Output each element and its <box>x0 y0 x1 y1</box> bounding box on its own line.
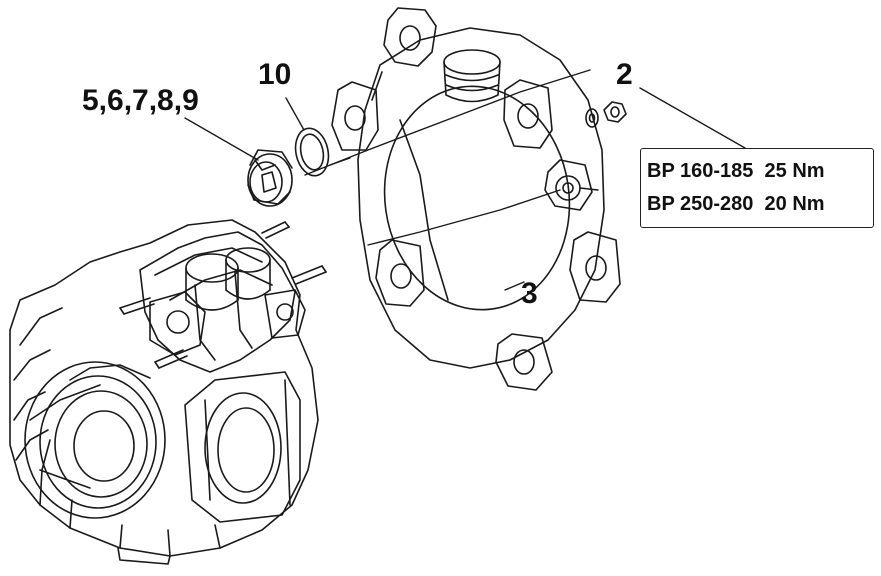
torque-value: 25 Nm <box>764 160 825 182</box>
nut-and-washer <box>585 101 627 128</box>
leader-lines <box>184 69 746 291</box>
torque-model: BP 250-280 <box>647 193 754 215</box>
pump-body <box>9 219 327 565</box>
torque-row-2: BP 250-280 20 Nm <box>647 188 873 221</box>
torque-row-1: BP 160-185 25 Nm <box>647 155 873 188</box>
callout-cover-plate: 3 <box>521 277 538 310</box>
cover-plate <box>331 7 621 391</box>
callout-nut-washer: 2 <box>616 58 633 91</box>
torque-model: BP 160-185 <box>647 160 754 182</box>
callout-seal-kit: 5,6,7,8,9 <box>82 84 199 117</box>
torque-value: 20 Nm <box>764 193 825 215</box>
callout-o-ring: 10 <box>258 58 292 91</box>
o-ring <box>294 127 330 177</box>
torque-spec-box: BP 160-185 25 Nm BP 250-280 20 Nm <box>640 148 874 228</box>
